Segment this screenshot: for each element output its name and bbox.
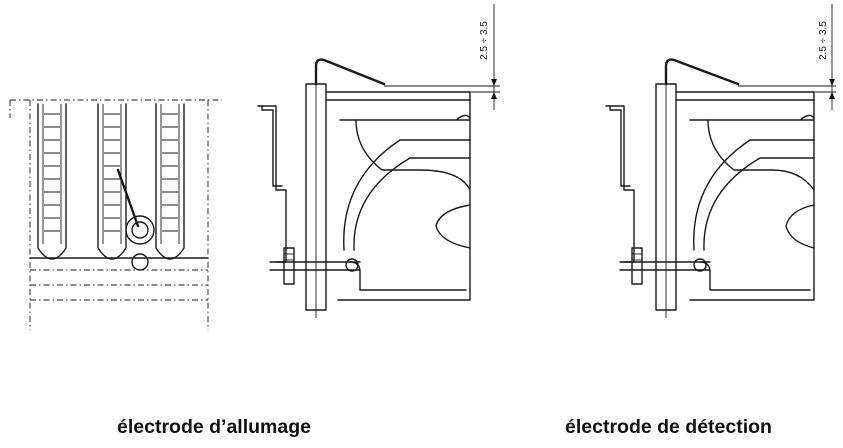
bracket-right [605,105,635,263]
caption-ignition-electrode: électrode d’allumage [117,416,311,438]
gap-dimension-right: 2.5 ÷ 3.5 [818,21,829,60]
burner-body [337,91,471,301]
detection-side-view: 2.5 ÷ 3.5 [605,4,836,318]
burner-bar-2 [97,103,127,260]
electrode-tip [314,58,386,86]
gap-dimension-left: 2.5 ÷ 3.5 [479,21,490,60]
nut [345,258,359,272]
burner-front-view [9,99,222,330]
burner-bar-3 [155,103,185,260]
screw [283,247,295,285]
screw-right [631,247,643,285]
ignition-side-view: 2.5 ÷ 3.5 [257,4,500,318]
electrode-holder [125,215,155,245]
electrode-tip-right [664,58,740,86]
caption-detection-electrode: électrode de détection [565,416,772,438]
nut-right [693,258,707,272]
burner-bar-1 [37,103,67,260]
bracket [257,105,287,263]
